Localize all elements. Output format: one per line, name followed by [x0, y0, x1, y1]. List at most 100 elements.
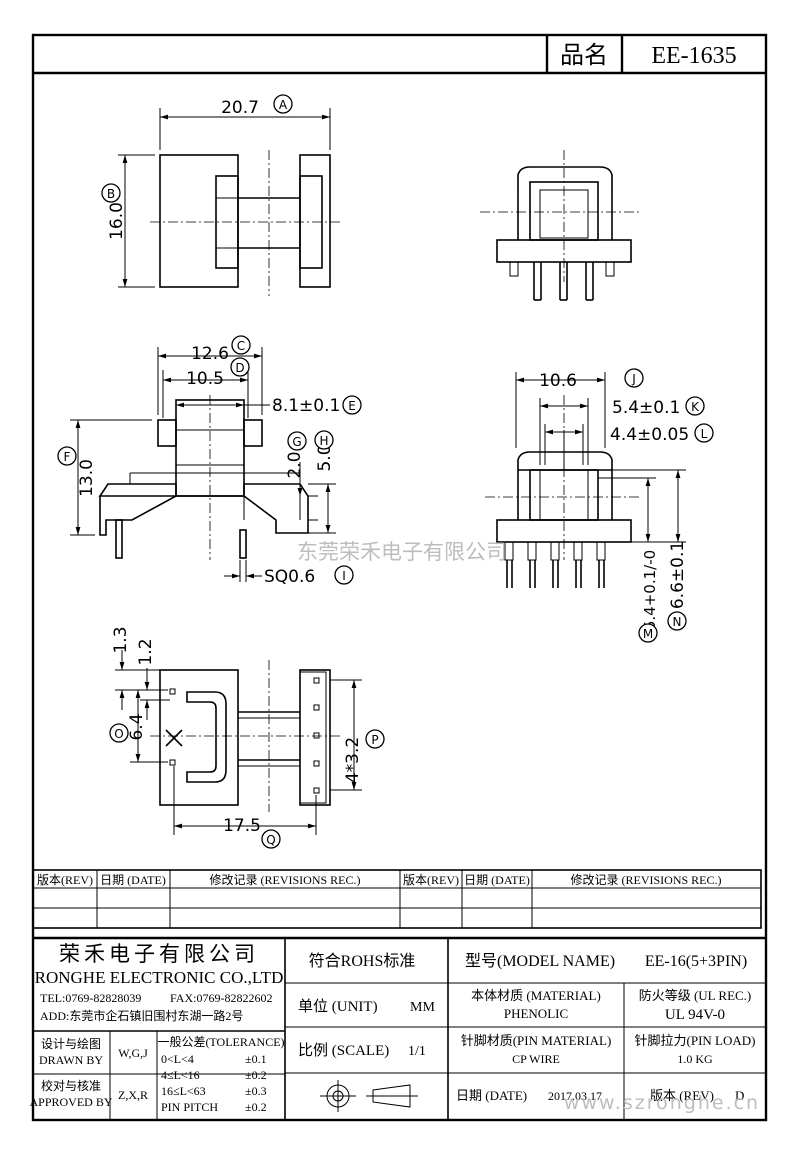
dim-D: 10.5	[186, 369, 224, 389]
marker-Q: Q	[261, 829, 281, 849]
view-front-top: 20.7 16.0	[107, 98, 342, 296]
dim-O: 6.4	[127, 713, 147, 740]
dim-P: 4*3.2	[343, 737, 363, 783]
marker-P: P	[365, 729, 385, 749]
model-label: 型号(MODEL NAME)	[465, 952, 615, 970]
view-side-right: 10.6 5.4±0.1 4.4±0.05 5.4+0.1/-0 6.6±0.1	[485, 371, 689, 630]
svg-text:B: B	[107, 187, 115, 201]
unit-value: MM	[410, 1000, 435, 1015]
marker-B: B	[101, 183, 121, 203]
svg-text:Q: Q	[266, 833, 275, 847]
date-col-label: 日期 (DATE)	[100, 873, 166, 887]
marker-M: M	[638, 623, 658, 643]
dim-E: 8.1±0.1	[272, 396, 340, 416]
part-number: EE-1635	[651, 43, 736, 69]
design-cn: 设计与绘图	[41, 1036, 101, 1051]
svg-text:N: N	[673, 615, 682, 629]
marker-A: A	[273, 94, 293, 114]
pin-load-label: 针脚拉力(PIN LOAD)	[635, 1033, 756, 1048]
dim-C: 12.6	[191, 344, 229, 364]
tolerance-title: 一般公差(TOLERANCE)	[157, 1034, 284, 1049]
tol-val-4: ±0.2	[245, 1100, 267, 1114]
marker-O: O	[109, 723, 129, 743]
date-label: 日期 (DATE)	[456, 1088, 527, 1103]
svg-text:H: H	[319, 434, 328, 448]
pin-material-value: CP WIRE	[512, 1052, 560, 1066]
tol-range-4: PIN PITCH	[161, 1100, 218, 1114]
dim-F: 13.0	[77, 459, 97, 497]
svg-text:G: G	[292, 435, 301, 449]
dim-1-2: 1.2	[136, 638, 156, 665]
marker-D: D	[230, 357, 250, 377]
rev-col-label: 版本(REV)	[37, 873, 93, 887]
svg-text:I: I	[342, 569, 346, 583]
rev-label: 版本 (REV)	[650, 1088, 714, 1103]
pin-material-label: 针脚材质(PIN MATERIAL)	[461, 1033, 612, 1048]
marker-K: K	[685, 396, 705, 416]
tol-range-1: 0<L<4	[161, 1052, 194, 1066]
pin-load-value: 1.0 KG	[677, 1052, 713, 1066]
tol-val-2: ±0.2	[245, 1068, 267, 1082]
rohs-label: 符合ROHS标准	[309, 952, 416, 970]
header: 品名 EE-1635	[33, 35, 766, 75]
svg-text:O: O	[114, 727, 123, 741]
scale-value: 1/1	[408, 1044, 426, 1059]
svg-text:L: L	[701, 427, 708, 441]
svg-text:K: K	[691, 400, 700, 414]
approve-en: APPROVED BY	[29, 1095, 112, 1109]
approve-cn: 校对与核准	[41, 1078, 101, 1093]
tol-val-3: ±0.3	[245, 1084, 267, 1098]
rev-value: D	[735, 1088, 744, 1103]
svg-text:C: C	[237, 339, 245, 353]
marker-G: G	[287, 431, 307, 451]
marker-H: H	[314, 430, 334, 450]
marker-J: J	[624, 368, 644, 388]
ul-label: 防火等级 (UL REC.)	[639, 988, 752, 1003]
svg-text:P: P	[371, 733, 378, 747]
svg-text:F: F	[64, 450, 71, 464]
dim-Q: 17.5	[223, 816, 261, 836]
marker-C: C	[231, 335, 251, 355]
svg-text:M: M	[643, 627, 653, 641]
view-side-left: 12.6 10.5 8.1±0.1 13.0 2.0 5.0 SQ0.6	[70, 344, 340, 587]
marker-L: L	[694, 423, 714, 443]
dim-I: SQ0.6	[264, 567, 315, 587]
ul-value: UL 94V-0	[665, 1007, 725, 1023]
dim-1-3: 1.3	[111, 626, 131, 653]
design-val: W,G,J	[118, 1046, 148, 1060]
projection-symbol	[320, 1080, 418, 1112]
sheet-border	[31, 33, 768, 1122]
marker-N: N	[667, 611, 687, 631]
tol-range-2: 4≤L<16	[161, 1068, 200, 1082]
rec-col-label: 修改记录 (REVISIONS REC.)	[209, 872, 360, 887]
dim-G: 2.0	[285, 451, 305, 478]
marker-E: E	[342, 395, 362, 415]
company-cn: 荣禾电子有限公司	[59, 942, 259, 966]
date-value: 2017.03.17	[548, 1089, 602, 1103]
dim-M: 5.4+0.1/-0	[641, 550, 659, 630]
watermark-center: 东莞荣禾电子有限公司	[297, 540, 507, 564]
approve-val: Z,X,R	[118, 1088, 148, 1102]
rev-col-label-2: 版本(REV)	[403, 873, 459, 887]
material-label: 本体材质 (MATERIAL)	[471, 988, 601, 1003]
svg-text:D: D	[235, 361, 244, 375]
svg-text:J: J	[631, 372, 636, 386]
model-value: EE-16(5+3PIN)	[645, 953, 747, 970]
tol-range-3: 16≤L<63	[161, 1084, 206, 1098]
marker-F: F	[57, 446, 77, 466]
date-col-label-2: 日期 (DATE)	[464, 873, 530, 887]
unit-label: 单位 (UNIT)	[298, 998, 378, 1015]
rec-col-label-2: 修改记录 (REVISIONS REC.)	[570, 872, 721, 887]
svg-text:A: A	[279, 98, 288, 112]
header-label: 品名	[560, 42, 608, 69]
view-bottom: 1.3 1.2 6.4 4*3.2 17.5	[111, 626, 363, 836]
tel: TEL:0769-82828039	[40, 991, 141, 1005]
material-value: PHENOLIC	[504, 1006, 568, 1021]
design-en: DRAWN BY	[39, 1053, 103, 1067]
watermark-corner: www.szronghe.cn	[564, 1092, 760, 1114]
fax: FAX:0769-82822602	[170, 991, 272, 1005]
view-top-right	[480, 150, 640, 301]
dim-B: 16.0	[107, 202, 127, 240]
marker-I: I	[334, 565, 354, 585]
